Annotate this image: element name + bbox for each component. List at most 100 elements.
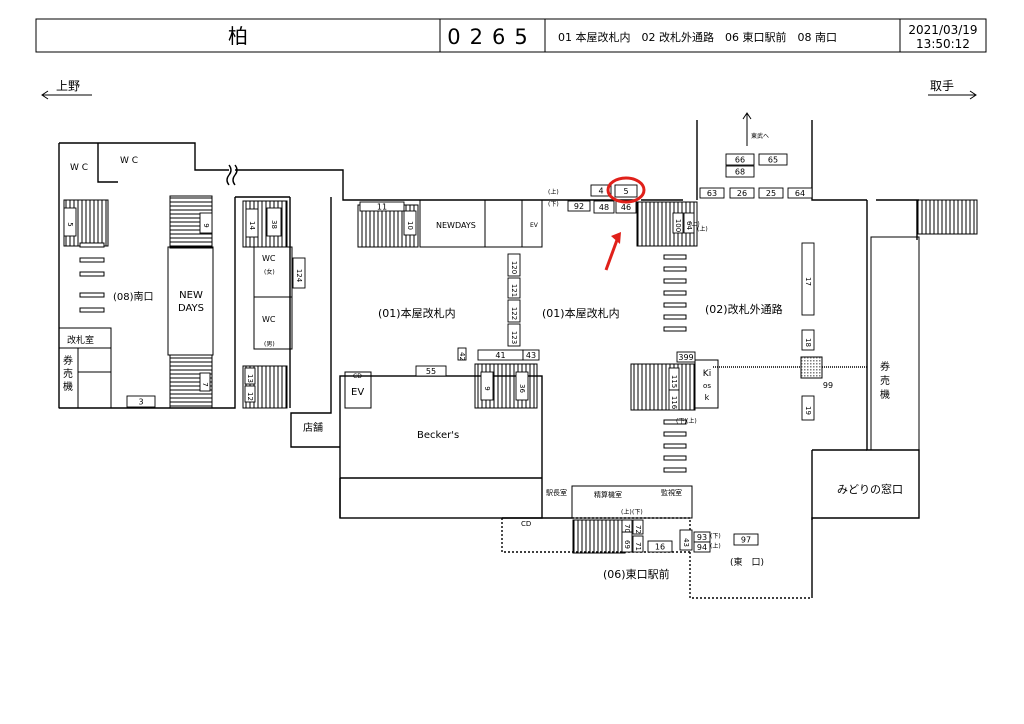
marker-label: 55 [426,367,436,376]
marker-box [359,201,405,212]
direction-label-up: (上) [697,225,708,233]
marker-label: 12 [246,392,254,401]
marker-label: 14 [248,221,256,230]
ev-label-top: EV [530,222,539,229]
area-list: 01 本屋改札内 02 改札外通路 06 東口駅前 08 南口 [558,30,837,44]
marker-m399: 399 [676,351,696,363]
ticket-west-1: 券 [63,354,73,367]
direction-label-down: (下) [676,418,687,425]
direction-label-up: (上) [689,220,700,228]
marker-label: 115 [670,375,678,388]
ticket-gates [79,242,687,473]
marker-box [672,212,684,234]
marker-box [733,533,759,546]
marker-box [787,187,813,199]
marker-label: 26 [737,189,747,198]
direction-west: 上野 [41,79,92,100]
marker-box [507,323,521,347]
marker-box [507,253,521,277]
marker-label: 4 [598,187,603,196]
marker-m68: 68 [725,165,755,178]
marker-label: 5 [623,187,628,196]
marker-box [801,242,815,316]
marker-m14: 14 [245,208,259,238]
area-honya-left: (01)本屋改札内 [378,306,456,320]
direction-label-up: (上) [686,417,697,425]
marker-box [244,367,256,385]
marker-label: 65 [768,156,778,165]
area-honya-right: (01)本屋改札内 [542,306,620,320]
marker-label: 66 [735,156,745,165]
marker-label: 69 [623,540,631,549]
marker-label: 100 [674,219,682,232]
marker-label: 43 [682,538,690,547]
marker-label: 120 [510,261,518,274]
marker-m26: 26 [729,187,755,199]
marker-m94: 94 [693,541,711,553]
ticket-west-2: 売 [63,367,73,380]
marker-label: 16 [655,543,665,552]
marker-box [244,385,256,403]
cd-label: CD [353,373,362,380]
direction-label-up: (上) [621,508,632,516]
marker-label: 7 [201,382,209,386]
marker-m9: 9 [480,371,494,401]
marker-label: 124 [295,269,303,283]
area-passage: (02)改札外通路 [705,302,783,316]
marker-m121: 121 [507,277,521,299]
marker-m122: 122 [507,299,521,323]
marker-box [614,184,638,198]
marker-m97: 97 [733,533,759,546]
marker-label: 92 [574,202,584,211]
marker-box [693,541,711,553]
marker-box [668,389,680,411]
marker-box [522,349,540,361]
marker-m16: 16 [647,540,673,553]
marker-box [679,529,693,551]
ticket-east-1: 券 [880,360,890,373]
marker-m99: 99 [823,381,833,390]
marker-box [403,210,417,236]
marker-box [801,329,815,351]
marker-label: 46 [621,203,631,212]
wc-label-4: WC [262,315,276,324]
marker-label: 5 [66,222,74,226]
wc-label-1: W C [70,163,88,173]
area-east-kuchi: (東 口) [730,556,764,568]
marker-label: 13 [246,374,254,383]
marker-m41: 41 [477,349,524,361]
station-name: 柏 [228,24,248,48]
marker-m66: 66 [725,153,755,166]
marker-label: 72 [634,525,642,534]
marker-m72: 72 [632,519,644,535]
area-south-exit: (08)南口 [113,290,154,303]
marker-box [590,184,612,197]
marker-label: 36 [518,384,526,393]
ticket-east-3: 機 [880,388,890,401]
marker-box [567,200,591,212]
marker-box [507,299,521,323]
svg-text:取手: 取手 [930,79,954,93]
cd-label-2: CD [521,520,531,528]
marker-m123: 123 [507,323,521,347]
ticket-west-3: 機 [63,380,73,393]
marker-m71: 71 [632,535,644,553]
marker-m70: 70 [621,519,633,533]
highlight-arrow-icon [604,232,621,271]
marker-box [245,208,259,238]
marker-m115: 115 [668,367,680,391]
marker-m3: 3 [126,395,156,408]
marker-box [63,207,77,237]
marker-label: 93 [697,533,707,542]
marker-m18: 18 [801,329,815,351]
marker-box [199,212,213,234]
marker-m92: 92 [567,200,591,212]
marker-m43: 43 [679,529,693,551]
wc-male-label: (男) [264,341,275,348]
marker-m5b: 5 [63,207,77,237]
beckers-label: Becker's [417,430,459,441]
newdays-main: NEWDAYS [436,221,476,230]
stationmaster-label: 駅長室 [546,488,567,497]
marker-box [507,277,521,299]
